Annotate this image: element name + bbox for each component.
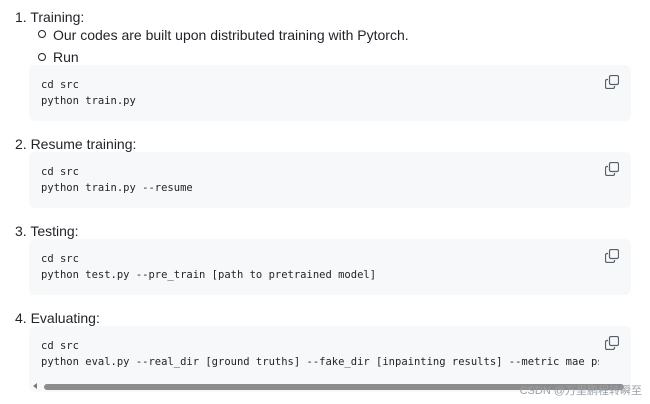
bullet-icon <box>38 53 46 61</box>
copy-icon[interactable] <box>605 162 619 176</box>
scroll-left-arrow-icon[interactable] <box>33 383 37 389</box>
horizontal-scrollbar-thumb[interactable] <box>44 384 624 390</box>
code-line: cd src <box>41 166 79 178</box>
code-line: cd src <box>41 340 79 352</box>
code-line: python eval.py --real_dir [ground truths… <box>41 356 599 368</box>
copy-icon[interactable] <box>605 249 619 263</box>
code-line: python test.py --pre_train [path to pret… <box>41 269 377 281</box>
sub-item-pytorch-note: Our codes are built upon distributed tra… <box>53 27 409 43</box>
code-line: python train.py <box>41 95 136 107</box>
step-title-testing: 3. Testing: <box>15 223 79 239</box>
code-block-evaluating[interactable]: cd src python eval.py --real_dir [ground… <box>29 326 631 392</box>
copy-icon[interactable] <box>605 336 619 350</box>
copy-icon[interactable] <box>605 75 619 89</box>
watermark: CSDN @万里鹏程转瞬至 <box>519 385 642 397</box>
code-block-training: cd src python train.py <box>29 65 631 121</box>
bullet-icon <box>38 30 46 38</box>
code-block-testing: cd src python test.py --pre_train [path … <box>29 239 631 295</box>
code-line: cd src <box>41 79 79 91</box>
step-title-resume-training: 2. Resume training: <box>15 136 137 152</box>
code-block-resume-training: cd src python train.py --resume <box>29 152 631 208</box>
sub-item-run: Run <box>53 49 79 65</box>
code-line: cd src <box>41 253 79 265</box>
step-title-evaluating: 4. Evaluating: <box>15 310 100 326</box>
code-line: python train.py --resume <box>41 182 193 194</box>
step-title-training: 1. Training: <box>15 9 85 25</box>
